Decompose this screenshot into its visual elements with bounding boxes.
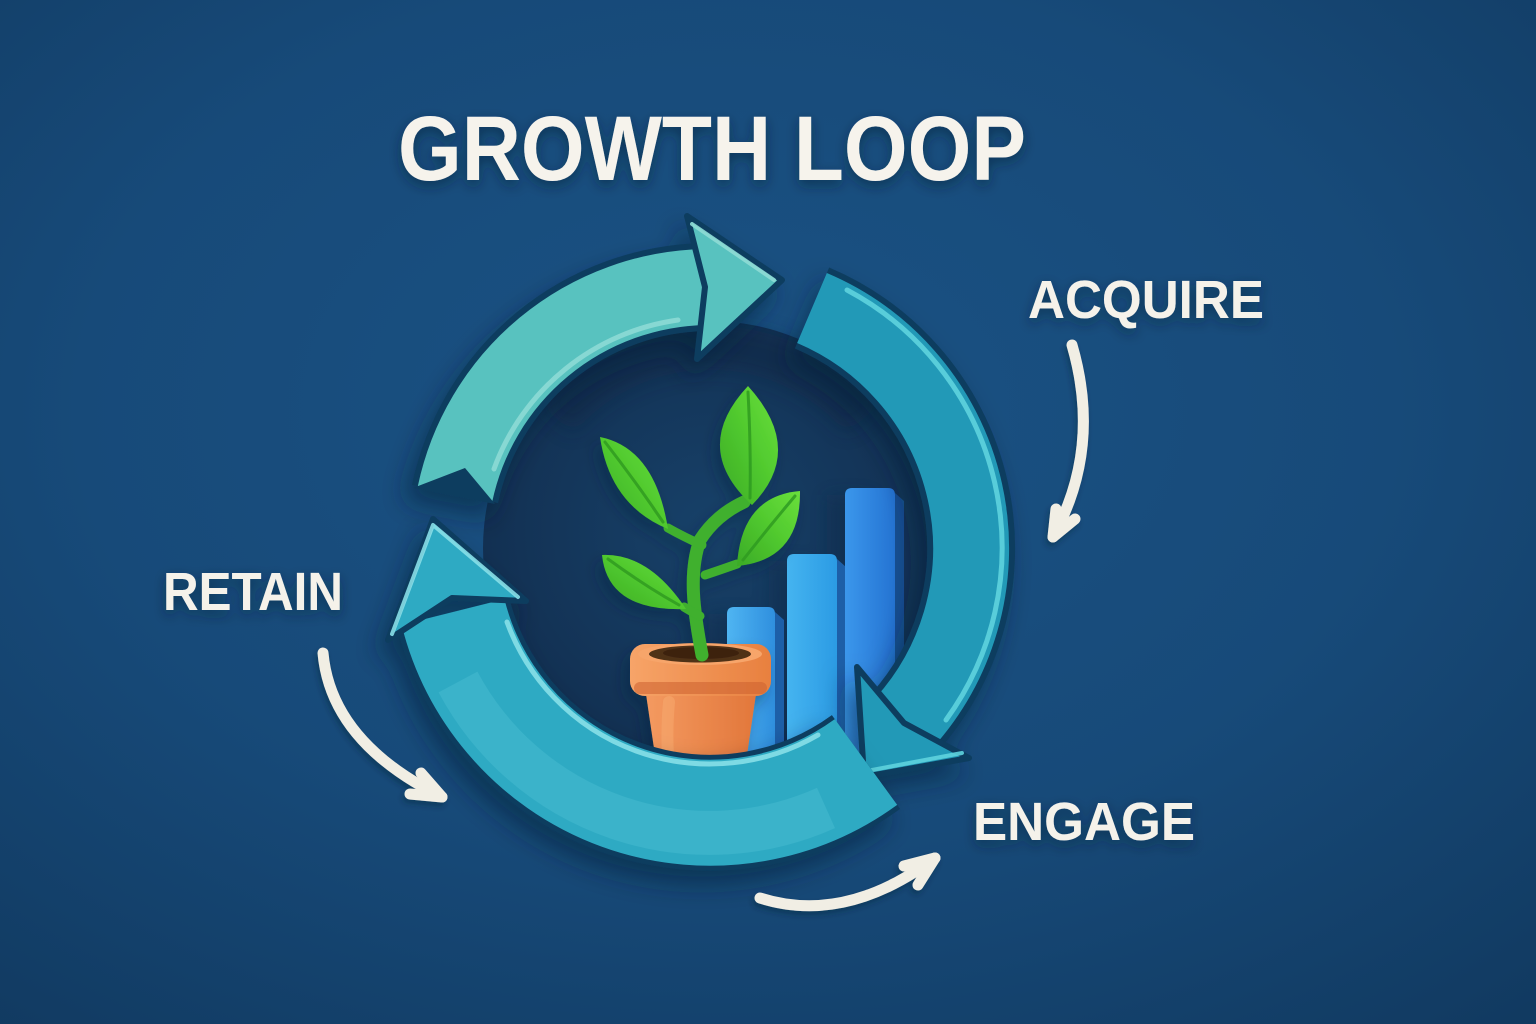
- bar-2: [787, 554, 837, 772]
- loop-arrowhead-top: [684, 213, 785, 362]
- loop-segment-top-notch: [413, 468, 495, 504]
- leaf-right-midrib: [741, 494, 797, 562]
- engage-arrow: [754, 852, 941, 912]
- pot-rim-shade: [634, 682, 767, 694]
- bar-2-side: [837, 559, 846, 772]
- leaf-lower-left-midrib: [606, 557, 681, 607]
- plant-stem: [663, 495, 751, 662]
- label-engage: ENGAGE: [973, 792, 1195, 852]
- loop-segment-top: [411, 213, 785, 504]
- loop-segment-right-highlight: [844, 287, 1005, 723]
- loop-arrowhead-left-highlight: [390, 523, 520, 636]
- loop-segment-right: [794, 267, 1016, 780]
- loop-segment-bottom-highlight: [504, 619, 821, 767]
- label-acquire: ACQUIRE: [1028, 270, 1264, 330]
- loop-segment-bottom: [385, 516, 901, 871]
- loop-arrowhead-top-highlight: [690, 222, 776, 282]
- loop-segment-right-band: [796, 273, 1010, 749]
- labels: GROWTH LOOP ACQUIRE ENGAGE RETAIN: [163, 98, 1264, 852]
- loop-segment-top-highlight: [491, 317, 681, 472]
- loop-segment-bottom-sheen: [438, 671, 835, 855]
- plant-leaves: [600, 386, 801, 610]
- retain-arrow: [317, 647, 448, 803]
- acquire-arrow: [1047, 339, 1089, 543]
- leaf-upper-left-midrib: [603, 440, 665, 524]
- loop-arrowhead-right-highlight: [870, 751, 964, 772]
- bar-1-side: [775, 612, 784, 772]
- annotation-arrows: [317, 339, 1089, 912]
- page-title: GROWTH LOOP: [398, 98, 1026, 200]
- loop-segment-top-band: [417, 249, 707, 503]
- leaf-top-midrib: [746, 390, 752, 500]
- label-retain: RETAIN: [163, 562, 343, 622]
- loop-arrowhead-right: [854, 664, 972, 780]
